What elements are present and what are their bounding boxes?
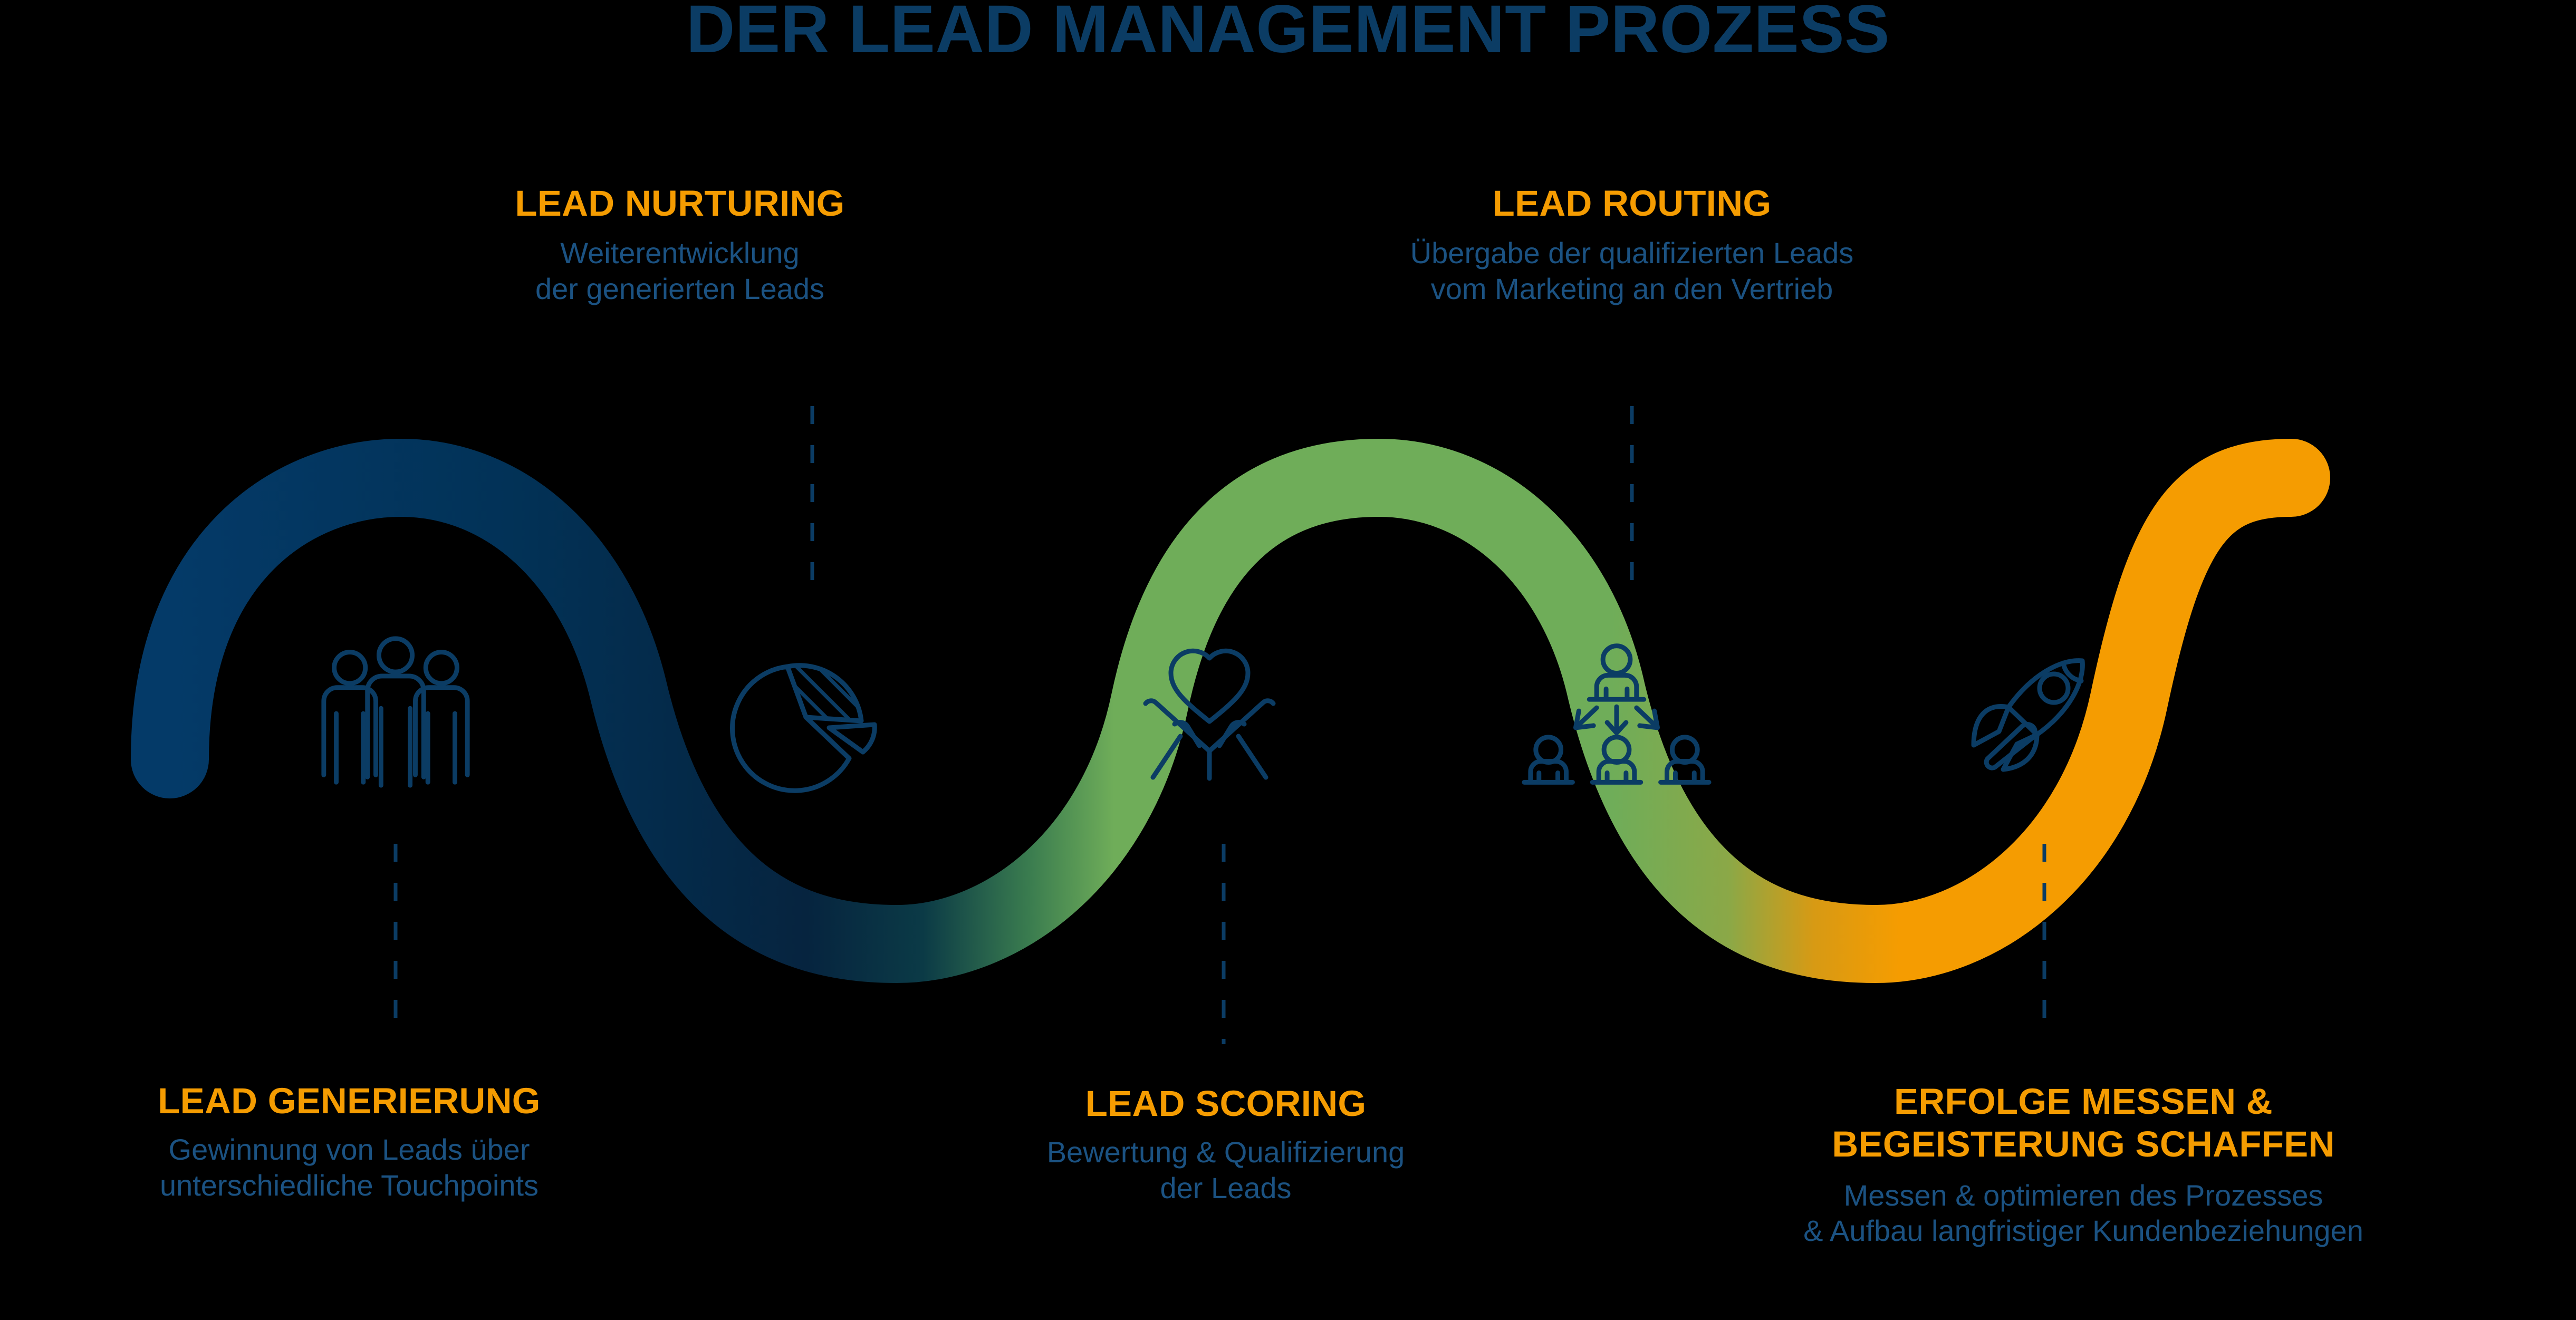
stage-description: Übergabe der qualifizierten Leads vom Ma… [1410, 236, 1854, 305]
stage-heading: LEAD ROUTING [1492, 183, 1772, 224]
stage-label-lead-generierung: LEAD GENERIERUNG Gewinnung von Leads übe… [78, 1080, 620, 1203]
stage-heading: LEAD SCORING [1085, 1083, 1367, 1124]
three-people-icon [312, 635, 479, 792]
rocket-icon [1944, 635, 2102, 788]
org-chart-routing-icon [1517, 642, 1716, 790]
stage-heading: ERFOLGE MESSEN & BEGEISTERUNG SCHAFFEN [1832, 1081, 2335, 1165]
stage-label-lead-routing: LEAD ROUTING Übergabe der qualifizierten… [1328, 182, 1936, 306]
stage-description: Weiterentwicklung der generierten Leads [535, 236, 824, 305]
page-title: DER LEAD MANAGEMENT PROZESS [686, 0, 1890, 67]
heart-in-hands-icon [1128, 637, 1291, 790]
stage-description: Gewinnung von Leads über unterschiedlich… [159, 1133, 539, 1202]
stage-description: Messen & optimieren des Prozesses & Aufb… [1803, 1178, 2363, 1247]
stage-label-lead-nurturing: LEAD NURTURING Weiterentwicklung der gen… [428, 182, 931, 306]
stage-heading: LEAD NURTURING [515, 183, 845, 224]
stage-heading: LEAD GENERIERUNG [158, 1081, 541, 1121]
stage-description: Bewertung & Qualifizierung der Leads [1046, 1135, 1405, 1205]
pie-chart-icon [730, 644, 890, 793]
stage-label-erfolge-messen: ERFOLGE MESSEN & BEGEISTERUNG SCHAFFEN M… [1727, 1080, 2440, 1248]
stage-label-lead-scoring: LEAD SCORING Bewertung & Qualifizierung … [918, 1082, 1534, 1206]
